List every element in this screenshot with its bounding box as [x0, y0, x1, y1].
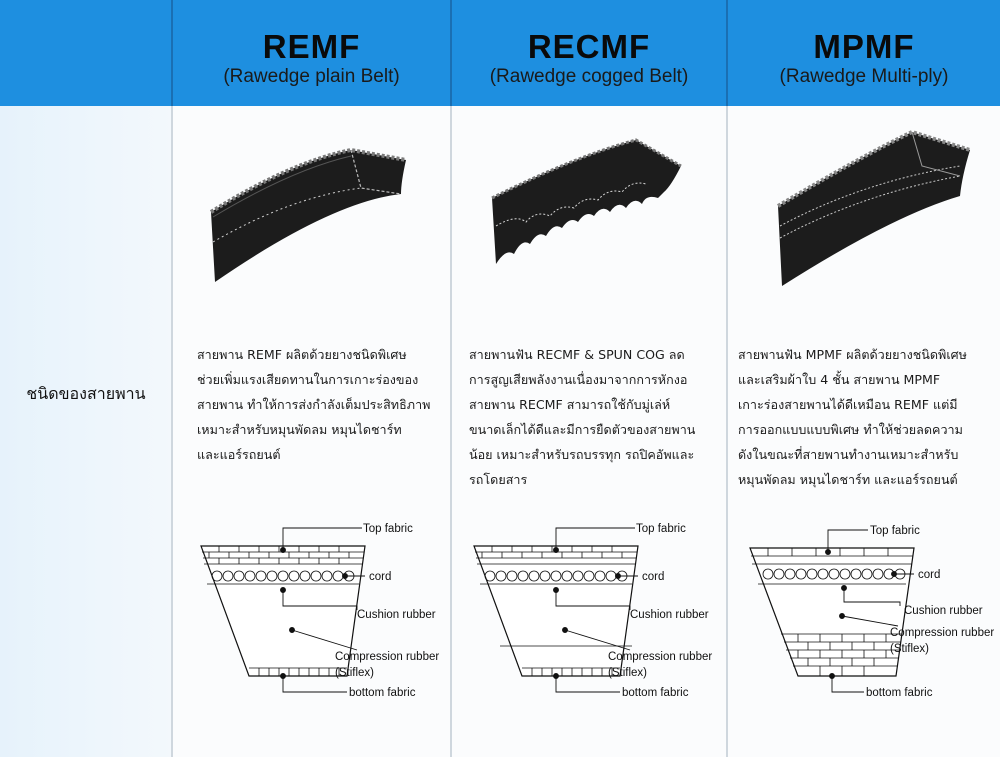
- label-cord: cord: [369, 571, 391, 583]
- description-line: สายพาน RECMF สามารถใช้กับมู่เล่ห์: [469, 397, 671, 412]
- label-top-fabric: Top fabric: [870, 525, 920, 537]
- remf-belt-photo: [209, 147, 407, 282]
- label-cord: cord: [642, 571, 664, 583]
- mpmf-cross-section: Top fabric cord Cushion rubber Compressi…: [749, 525, 994, 699]
- description-line: สายพานฟัน MPMF ผลิตด้วยยางชนิดพิเศษ: [738, 347, 967, 362]
- panel-recmf: สายพานฟัน RECMF & SPUN COG ลด การสูญเสีย…: [452, 106, 726, 757]
- description-line: การสูญเสียพลังงานเนื่องมาจากการหักงอ: [469, 372, 688, 387]
- description-line: และแอร์รถยนต์: [197, 447, 281, 462]
- belt-code: RECMF: [527, 28, 651, 65]
- label-stiflex: (Stiflex): [335, 667, 374, 679]
- column-divider: [450, 0, 452, 757]
- description-line: สายพาน ทำให้การส่งกำลังเต็มประสิทธิภาพ: [197, 397, 431, 412]
- label-bottom-fabric: bottom fabric: [866, 687, 933, 699]
- description-line: รถโดยสาร: [469, 472, 528, 487]
- label-stiflex: (Stiflex): [890, 643, 929, 655]
- label-compression-rubber: Compression rubber: [335, 651, 439, 663]
- header-row: [0, 0, 1000, 106]
- label-compression-rubber: Compression rubber: [890, 627, 994, 639]
- column-divider: [726, 0, 728, 757]
- label-compression-rubber: Compression rubber: [608, 651, 712, 663]
- header-mpmf: MPMF (Rawedge Multi-ply): [728, 0, 1000, 106]
- panel-mpmf: สายพานฟัน MPMF ผลิตด้วยยางชนิดพิเศษ และเ…: [728, 106, 1000, 757]
- description-line: และเสริมผ้าใบ 4 ชั้น สายพาน MPMF: [738, 372, 941, 387]
- belt-subtitle: (Rawedge Multi-ply): [779, 66, 949, 87]
- panel-remf: สายพาน REMF ผลิตด้วยยางชนิดพิเศษ ช่วยเพิ…: [173, 106, 450, 757]
- cross-section-shape: [749, 547, 915, 677]
- header-divider: [450, 0, 452, 106]
- recmf-description: สายพานฟัน RECMF & SPUN COG ลด การสูญเสีย…: [469, 342, 724, 492]
- label-cord: cord: [918, 569, 940, 581]
- mpmf-belt-photo: [776, 129, 971, 286]
- remf-description: สายพาน REMF ผลิตด้วยยางชนิดพิเศษ ช่วยเพิ…: [197, 342, 447, 467]
- description-line: เหมาะสำหรับหมุนพัดลม หมุนไดชาร์ท: [197, 422, 402, 437]
- recmf-belt-photo: [491, 138, 682, 264]
- belt-subtitle: (Rawedge plain Belt): [223, 66, 400, 87]
- mpmf-description: สายพานฟัน MPMF ผลิตด้วยยางชนิดพิเศษ และเ…: [738, 342, 1000, 492]
- description-line: ดังในขณะที่สายพานทำงานเหมาะสำหรับ: [738, 447, 959, 462]
- cross-section-shape: [473, 545, 639, 677]
- description-line: สายพาน REMF ผลิตด้วยยางชนิดพิเศษ: [197, 347, 407, 362]
- description-line: หมุนพัดลม หมุนไดชาร์ท และแอร์รถยนต์: [738, 472, 958, 487]
- header-divider: [726, 0, 728, 106]
- remf-cross-section: Top fabric cord Cushion rubber Compressi…: [200, 523, 439, 699]
- column-divider: [171, 0, 173, 757]
- description-line: การออกแบบแบบพิเศษ ทำให้ช่วยลดความ: [738, 422, 963, 437]
- description-line: ขนาดเล็กได้ดีและมีการยืดตัวของสายพาน: [469, 422, 696, 437]
- label-bottom-fabric: bottom fabric: [622, 687, 689, 699]
- header-recmf: RECMF (Rawedge cogged Belt): [452, 0, 726, 106]
- recmf-cross-section: Top fabric cord Cushion rubber Compressi…: [473, 523, 712, 699]
- label-cushion-rubber: Cushion rubber: [904, 605, 983, 617]
- description-line: สายพานฟัน RECMF & SPUN COG ลด: [469, 347, 685, 362]
- header-divider: [171, 0, 173, 106]
- row-label-cell: ชนิดของสายพาน: [0, 106, 172, 757]
- label-bottom-fabric: bottom fabric: [349, 687, 416, 699]
- header-remf: REMF (Rawedge plain Belt): [172, 0, 451, 106]
- description-line: น้อย เหมาะสำหรับรถบรรทุก รถปิคอัพและ: [469, 447, 695, 462]
- row-label: ชนิดของสายพาน: [26, 384, 146, 403]
- description-line: ช่วยเพิ่มแรงเสียดทานในการเกาะร่องของ: [197, 372, 419, 387]
- label-cushion-rubber: Cushion rubber: [357, 609, 436, 621]
- label-cushion-rubber: Cushion rubber: [630, 609, 709, 621]
- belt-subtitle: (Rawedge cogged Belt): [489, 66, 689, 87]
- label-top-fabric: Top fabric: [636, 523, 686, 535]
- description-line: เกาะร่องสายพานได้ดีเหมือน REMF แต่มี: [738, 397, 958, 412]
- belt-code: MPMF: [813, 28, 915, 65]
- label-top-fabric: Top fabric: [363, 523, 413, 535]
- cross-section-shape: [200, 545, 366, 677]
- belt-code: REMF: [262, 28, 361, 65]
- label-stiflex: (Stiflex): [608, 667, 647, 679]
